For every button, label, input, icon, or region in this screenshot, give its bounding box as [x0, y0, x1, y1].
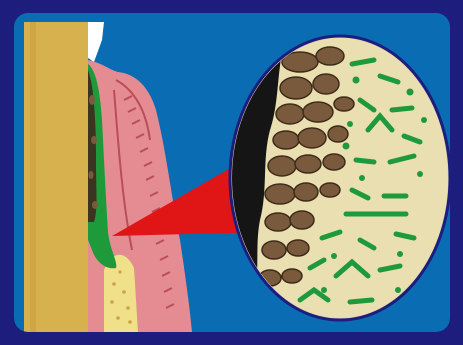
tooth-shading [30, 22, 36, 332]
